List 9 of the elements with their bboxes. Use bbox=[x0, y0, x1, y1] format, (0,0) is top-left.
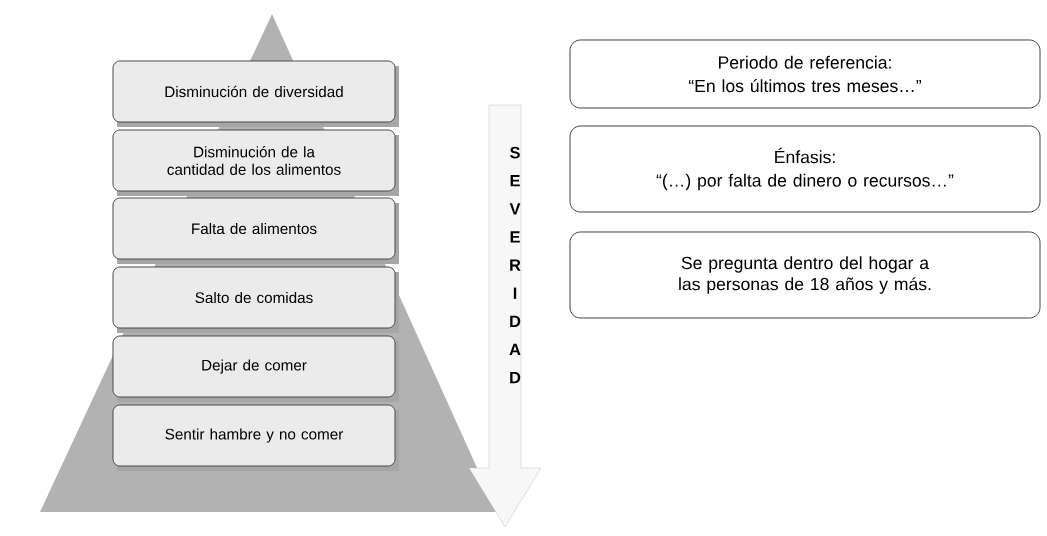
level-box: Dejar de comer bbox=[112, 335, 399, 402]
level-box: Falta de alimentos bbox=[112, 197, 399, 264]
level-box: Disminución de la cantidad de los alimentos bbox=[112, 129, 399, 196]
note-box: Periodo de referencia: “En los últimos tres meses…” bbox=[569, 39, 1041, 109]
level-box: Salto de comidas bbox=[112, 266, 399, 333]
note-box: Énfasis: “(…) por falta de dinero o recursos…” bbox=[569, 125, 1041, 213]
note-box: Se pregunta dentro del hogar a las personas de 18 años y más. bbox=[569, 231, 1041, 319]
level-box: Disminución de diversidad bbox=[112, 60, 399, 127]
level-box: Sentir hambre y no comer bbox=[112, 404, 399, 471]
